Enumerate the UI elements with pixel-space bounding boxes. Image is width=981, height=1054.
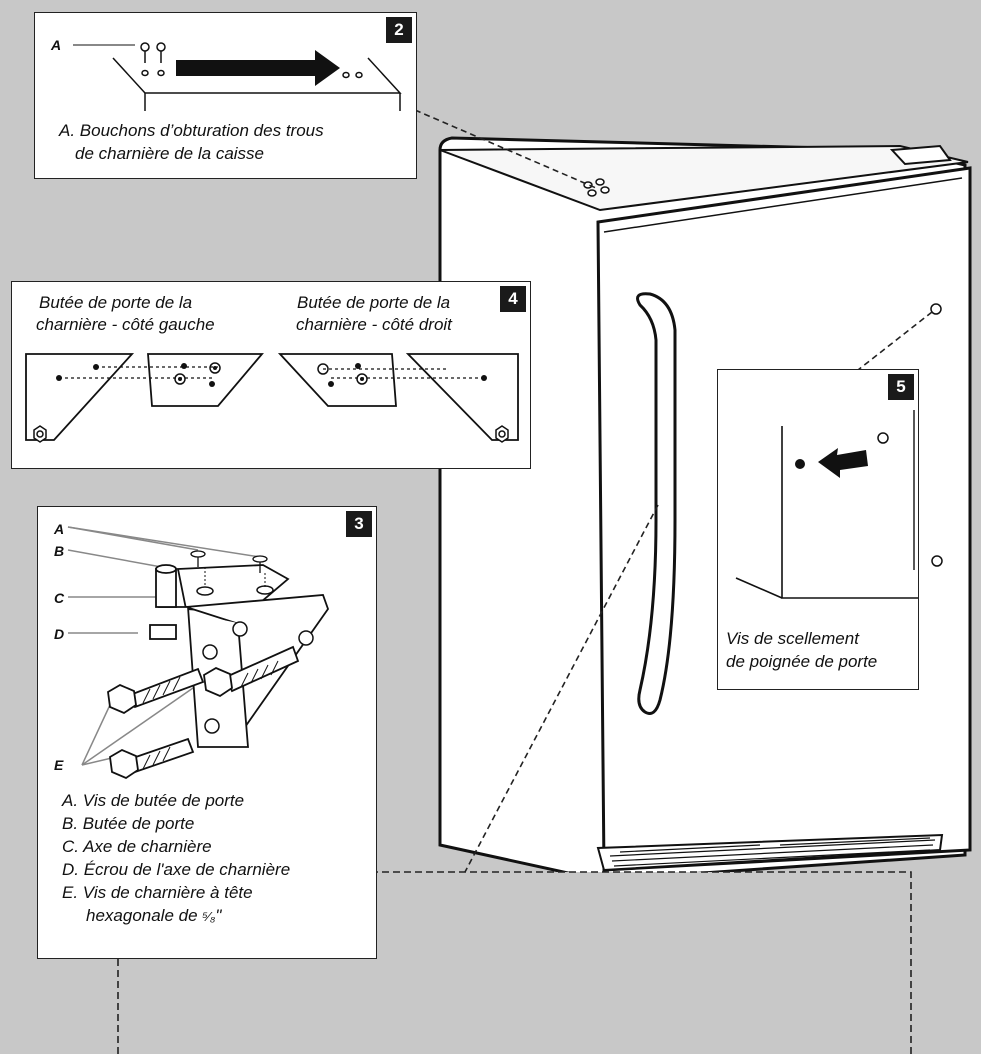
label-e: E xyxy=(54,757,64,773)
legend-e-prefix: hexagonale de xyxy=(86,906,203,925)
label-d: D xyxy=(54,626,65,642)
legend-b: B. Butée de porte xyxy=(62,814,195,833)
legend-e-fraction: ⁵⁄₈ xyxy=(202,909,216,924)
caption-line-2: de charnière de la caisse xyxy=(75,144,265,163)
caption-line-1: Vis de scellement xyxy=(726,629,859,648)
right-stop-title-2: charnière - côté droit xyxy=(296,315,452,334)
panel-step-4: 4 Butée de porte de la charnière - côté … xyxy=(11,281,531,469)
door-hole xyxy=(931,555,943,567)
legend-e-inch: " xyxy=(215,906,222,925)
door-handle xyxy=(636,292,677,715)
panel-step-3: 3 A B C D E xyxy=(37,506,377,959)
top-hole xyxy=(583,181,593,189)
label-a: A xyxy=(54,521,65,537)
legend-e-line-2: hexagonale de ⁵⁄₈" xyxy=(86,905,221,928)
freezer-top xyxy=(439,144,969,212)
panel-step-5: 5 Vis de scellement de poignée de porte xyxy=(717,369,919,690)
label-c: C xyxy=(54,590,65,606)
right-stop-title-1: Butée de porte de la xyxy=(297,293,451,312)
top-hinge-cover xyxy=(889,144,952,166)
label-a: A xyxy=(51,37,62,53)
step-badge: 3 xyxy=(346,511,372,537)
plug-diagram xyxy=(73,42,402,111)
step-badge: 5 xyxy=(888,374,914,400)
top-hole xyxy=(600,186,610,194)
door-hole xyxy=(930,303,942,315)
screw-dot xyxy=(795,459,805,469)
hinge-diagram xyxy=(67,526,330,780)
hole xyxy=(877,432,889,444)
caption-line-1: A. Bouchons d’obturation des trous xyxy=(59,121,324,140)
label-b: B xyxy=(54,543,65,559)
step-badge: 4 xyxy=(500,286,526,312)
door-stop-diagram xyxy=(25,353,519,443)
caption-line-2: de poignée de porte xyxy=(726,652,878,671)
handle-screw-diagram xyxy=(735,410,918,599)
top-hole xyxy=(587,189,597,197)
left-stop-title-2: charnière - côté gauche xyxy=(36,315,215,334)
legend-a: A. Vis de butée de porte xyxy=(62,791,245,810)
direction-arrow-icon xyxy=(176,50,340,86)
panel-step-2: 2 A A. Bouchons d’obturation des trous d… xyxy=(34,12,417,179)
step-badge: 2 xyxy=(386,17,412,43)
top-hole xyxy=(595,178,605,186)
insert-arrow-icon xyxy=(818,448,868,478)
legend-d: D. Écrou de l'axe de charnière xyxy=(62,860,291,879)
legend-c: C. Axe de charnière xyxy=(62,837,212,856)
left-stop-title-1: Butée de porte de la xyxy=(39,293,193,312)
legend-e: E. Vis de charnière à tête xyxy=(62,883,253,902)
